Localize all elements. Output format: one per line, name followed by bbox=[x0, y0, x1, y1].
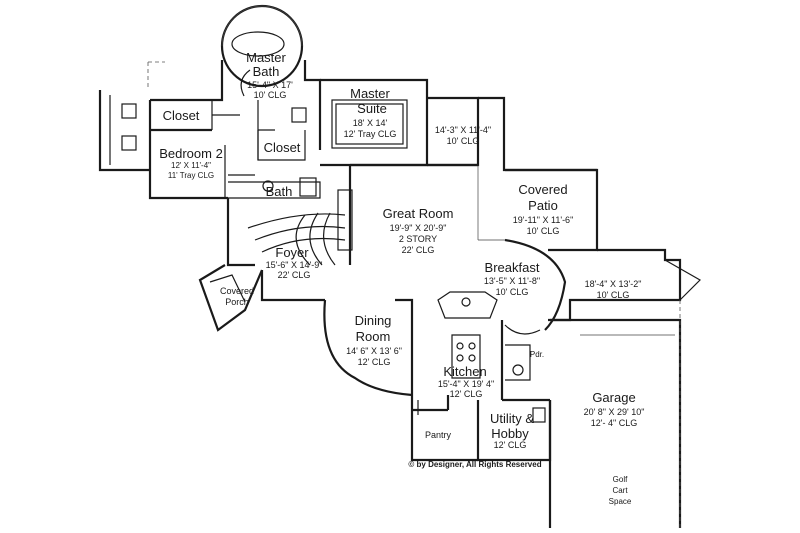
room-covered-patio: Covered Patio 19'-11" X 11'-6" 10' CLG bbox=[513, 182, 574, 236]
room-covered-porch: Covered Porch bbox=[220, 286, 254, 307]
room-name: Golf bbox=[613, 475, 628, 484]
room-name: Closet bbox=[264, 140, 301, 155]
room-name: Space bbox=[609, 497, 632, 506]
room-name: Pdr. bbox=[530, 350, 544, 359]
room-closet-1: Closet bbox=[163, 108, 200, 123]
room-name: Porch bbox=[225, 297, 249, 307]
room-name: Covered bbox=[220, 286, 254, 296]
room-closet-2: Closet bbox=[264, 140, 301, 155]
room-utility-hobby: Utility & Hobby 12' CLG bbox=[490, 411, 534, 450]
room-ceiling: 10' CLG bbox=[447, 136, 480, 146]
room-name: Closet bbox=[163, 108, 200, 123]
room-name: Suite bbox=[357, 101, 387, 116]
room-name: Patio bbox=[528, 198, 558, 213]
room-dims: 13'-5" X 11'-8" bbox=[484, 276, 540, 286]
room-kitchen: Kitchen 15'-4" X 19' 4" 12' CLG bbox=[438, 364, 494, 399]
room-name: Master bbox=[350, 86, 390, 101]
room-ceiling: 10' CLG bbox=[254, 90, 287, 100]
room-ceiling: 12' CLG bbox=[450, 389, 483, 399]
room-deck: 14'-3" X 11'-4" 10' CLG bbox=[435, 125, 491, 146]
room-breakfast: Breakfast 13'-5" X 11'-8" 10' CLG bbox=[484, 260, 540, 297]
room-dims: 15'-4" X 19' 4" bbox=[438, 379, 494, 389]
room-name: Kitchen bbox=[443, 364, 486, 379]
room-name: Bedroom 2 bbox=[159, 146, 223, 161]
room-dims: 15'-6" X 14'-9" bbox=[266, 260, 323, 270]
walls bbox=[98, 4, 701, 528]
room-dining-room: Dining Room 14' 6" X 13' 6" 12' CLG bbox=[346, 313, 402, 367]
room-name: Cart bbox=[612, 486, 628, 495]
room-name: Bath bbox=[266, 184, 293, 199]
room-name: Covered bbox=[518, 182, 567, 197]
room-dims: 19'-11" X 11'-6" bbox=[513, 215, 574, 225]
room-powder: Pdr. bbox=[530, 350, 544, 359]
room-dims: 20' 8" X 29' 10" bbox=[584, 407, 645, 417]
room-ceiling: 10' CLG bbox=[496, 287, 529, 297]
room-garage: Garage 20' 8" X 29' 10" 12'- 4" CLG bbox=[584, 390, 645, 428]
room-name: Foyer bbox=[275, 245, 309, 260]
room-bedroom-2: Bedroom 2 12' X 11'-4" 11' Tray CLG bbox=[159, 146, 223, 180]
copyright-notice: © by Designer, All Rights Reserved bbox=[408, 460, 541, 469]
room-name: Great Room bbox=[383, 206, 454, 221]
room-dims: 12' X 11'-4" bbox=[171, 161, 211, 170]
room-name: Room bbox=[356, 329, 391, 344]
room-name: Utility & bbox=[490, 411, 534, 426]
room-ceiling: 12' CLG bbox=[358, 357, 391, 367]
room-golf-cart-space: Golf Cart Space bbox=[609, 475, 632, 506]
room-name: Garage bbox=[592, 390, 635, 405]
room-dims: 18' X 14' bbox=[353, 118, 388, 128]
room-name: Breakfast bbox=[485, 260, 540, 275]
room-ceiling: 11' Tray CLG bbox=[168, 171, 214, 180]
room-master-bath: Master Bath 15'-4" X 17' 10' CLG bbox=[246, 50, 293, 100]
room-master-suite: Master Suite 18' X 14' 12' Tray CLG bbox=[344, 86, 397, 139]
room-name: Pantry bbox=[425, 430, 452, 440]
room-dims: 14' 6" X 13' 6" bbox=[346, 346, 402, 356]
room-height: 2 STORY bbox=[399, 234, 437, 244]
room-name: Dining bbox=[355, 313, 392, 328]
room-ceiling: 12' CLG bbox=[494, 440, 527, 450]
room-bath: Bath bbox=[266, 184, 293, 199]
room-great-room: Great Room 19'-9" X 20'-9" 2 STORY 22' C… bbox=[383, 206, 454, 255]
room-ceiling: 10' CLG bbox=[527, 226, 560, 236]
room-ceiling: 10' CLG bbox=[597, 290, 630, 300]
room-dims: 15'-4" X 17' bbox=[247, 80, 293, 90]
room-name: Hobby bbox=[491, 426, 529, 441]
room-pantry: Pantry bbox=[425, 430, 452, 440]
room-name: Master bbox=[246, 50, 286, 65]
room-foyer: Foyer 15'-6" X 14'-9" 22' CLG bbox=[266, 245, 323, 280]
room-dims: 14'-3" X 11'-4" bbox=[435, 125, 491, 135]
room-ceiling: 22' CLG bbox=[402, 245, 435, 255]
room-name: Bath bbox=[253, 64, 280, 79]
room-dims: 19'-9" X 20'-9" bbox=[390, 223, 447, 233]
room-ceiling: 22' CLG bbox=[278, 270, 311, 280]
room-side-patio: 18'-4" X 13'-2" 10' CLG bbox=[585, 279, 642, 300]
room-ceiling: 12'- 4" CLG bbox=[591, 418, 637, 428]
room-ceiling: 12' Tray CLG bbox=[344, 129, 397, 139]
room-dims: 18'-4" X 13'-2" bbox=[585, 279, 642, 289]
